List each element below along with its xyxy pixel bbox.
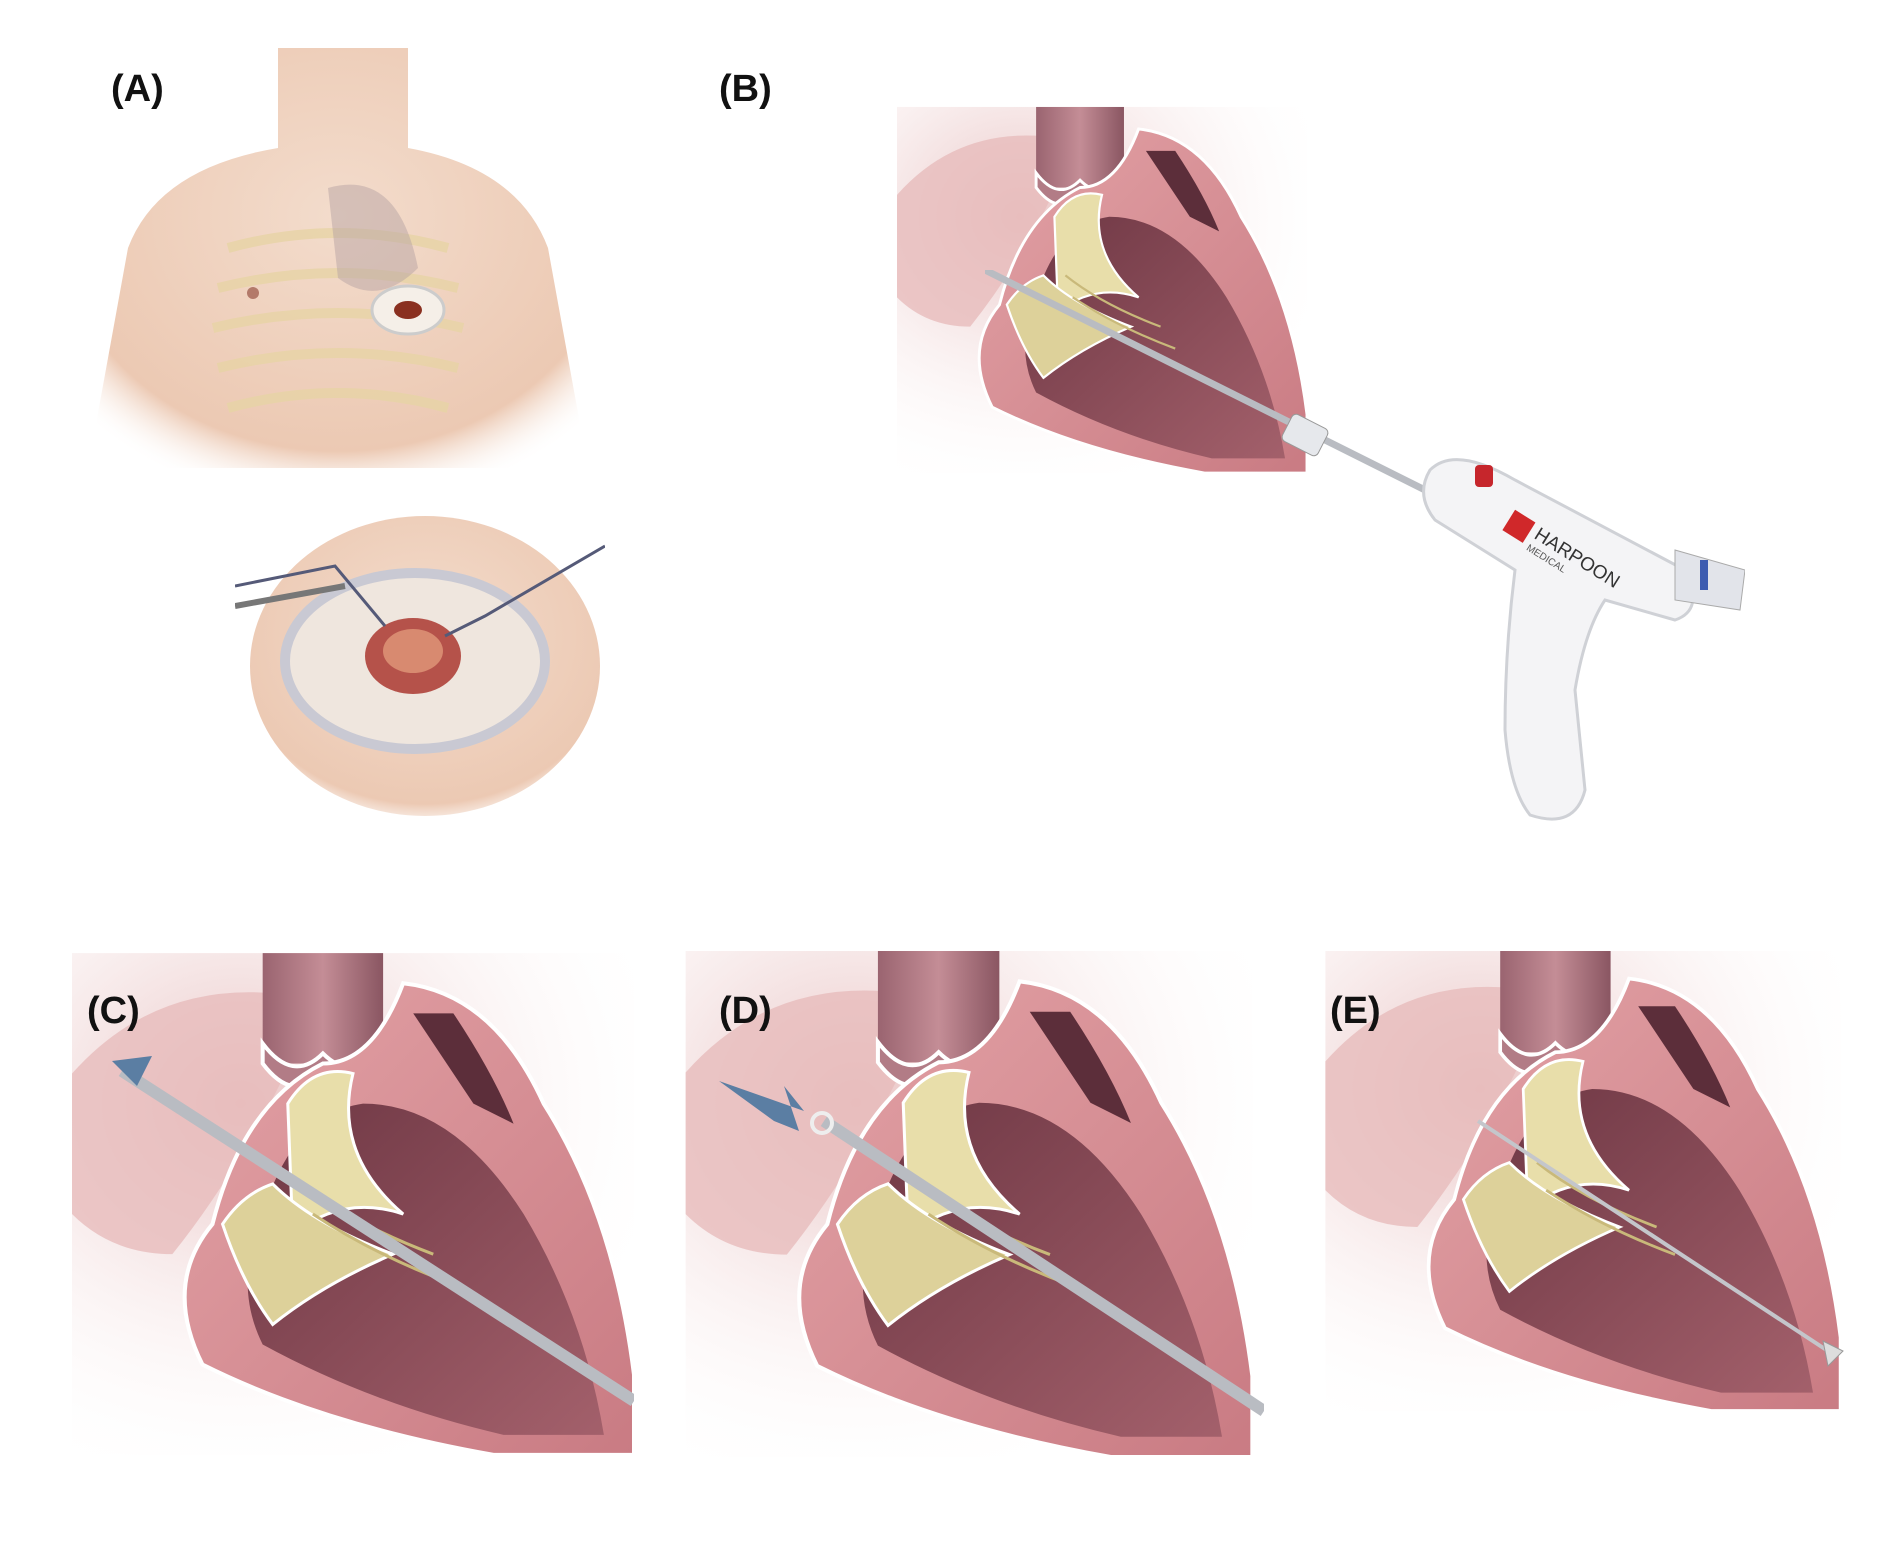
panel-e-heart-illustration <box>1318 951 1848 1411</box>
harpoon-device: HARPOON MEDICAL <box>985 270 1745 840</box>
push-arrow-icon <box>719 1081 804 1131</box>
delivery-shaft <box>820 1115 1264 1417</box>
heart-graphic <box>1323 951 1843 1411</box>
panel-a-incision-inset <box>235 506 605 821</box>
panel-d-label: (D) <box>719 990 772 1032</box>
panel-c-heart-illustration <box>72 951 634 1457</box>
panel-d-heart-illustration <box>674 951 1264 1457</box>
chord-suture <box>1476 1119 1830 1353</box>
heart-graphic <box>72 953 634 1455</box>
delivery-shaft <box>118 1065 634 1407</box>
harpoon-logo-icon <box>1502 509 1536 543</box>
panel-b-label: (B) <box>719 68 772 110</box>
panel-e-label: (E) <box>1330 990 1381 1032</box>
retract-arrow-icon <box>112 1056 152 1086</box>
panel-c-label: (C) <box>87 990 140 1032</box>
panel-a-torso-illustration <box>78 48 598 478</box>
panel-a-label: (A) <box>111 68 164 110</box>
knot-icon <box>810 1111 834 1135</box>
anchor-knot-icon <box>1822 1340 1844 1368</box>
